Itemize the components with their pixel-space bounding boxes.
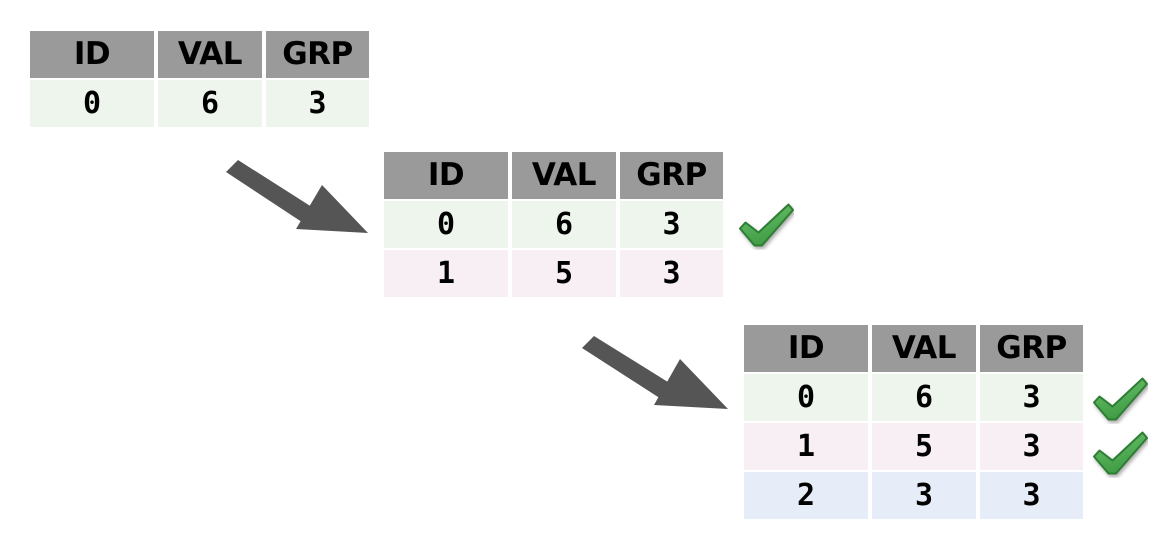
green-check-icon — [1092, 428, 1148, 478]
column-header-val: VAL — [512, 152, 616, 199]
cell-val: 5 — [512, 250, 616, 297]
green-check-icon — [738, 200, 794, 250]
table-header-row: ID VAL GRP — [30, 31, 369, 78]
table-header-row: ID VAL GRP — [384, 152, 723, 199]
column-header-id: ID — [744, 325, 868, 372]
data-table-1: ID VAL GRP 0 6 3 — [26, 29, 373, 129]
cell-id: 1 — [744, 423, 868, 470]
green-check-icon — [1092, 374, 1148, 424]
table-row: 2 3 3 — [744, 472, 1083, 519]
cell-val: 6 — [872, 374, 976, 421]
table-row: 0 6 3 — [30, 80, 369, 127]
cell-val: 6 — [158, 80, 262, 127]
cell-id: 0 — [384, 201, 508, 248]
cell-val: 6 — [512, 201, 616, 248]
cell-grp: 3 — [620, 201, 723, 248]
cell-grp: 3 — [980, 472, 1083, 519]
cell-id: 0 — [744, 374, 868, 421]
cell-val: 5 — [872, 423, 976, 470]
data-table-2: ID VAL GRP 0 6 3 1 5 3 — [380, 150, 727, 299]
arrow-down-right-icon — [222, 158, 382, 257]
cell-grp: 3 — [620, 250, 723, 297]
data-table-3: ID VAL GRP 0 6 3 1 5 3 2 3 3 — [740, 323, 1087, 521]
table-row: 1 5 3 — [384, 250, 723, 297]
cell-id: 1 — [384, 250, 508, 297]
column-header-val: VAL — [872, 325, 976, 372]
column-header-id: ID — [384, 152, 508, 199]
table-header-row: ID VAL GRP — [744, 325, 1083, 372]
column-header-grp: GRP — [266, 31, 369, 78]
column-header-id: ID — [30, 31, 154, 78]
table-row: 1 5 3 — [744, 423, 1083, 470]
cell-grp: 3 — [266, 80, 369, 127]
cell-grp: 3 — [980, 374, 1083, 421]
arrow-down-right-icon — [578, 334, 743, 433]
cell-val: 3 — [872, 472, 976, 519]
table-row: 0 6 3 — [384, 201, 723, 248]
column-header-val: VAL — [158, 31, 262, 78]
cell-id: 2 — [744, 472, 868, 519]
column-header-grp: GRP — [980, 325, 1083, 372]
table-row: 0 6 3 — [744, 374, 1083, 421]
cell-grp: 3 — [980, 423, 1083, 470]
column-header-grp: GRP — [620, 152, 723, 199]
cell-id: 0 — [30, 80, 154, 127]
